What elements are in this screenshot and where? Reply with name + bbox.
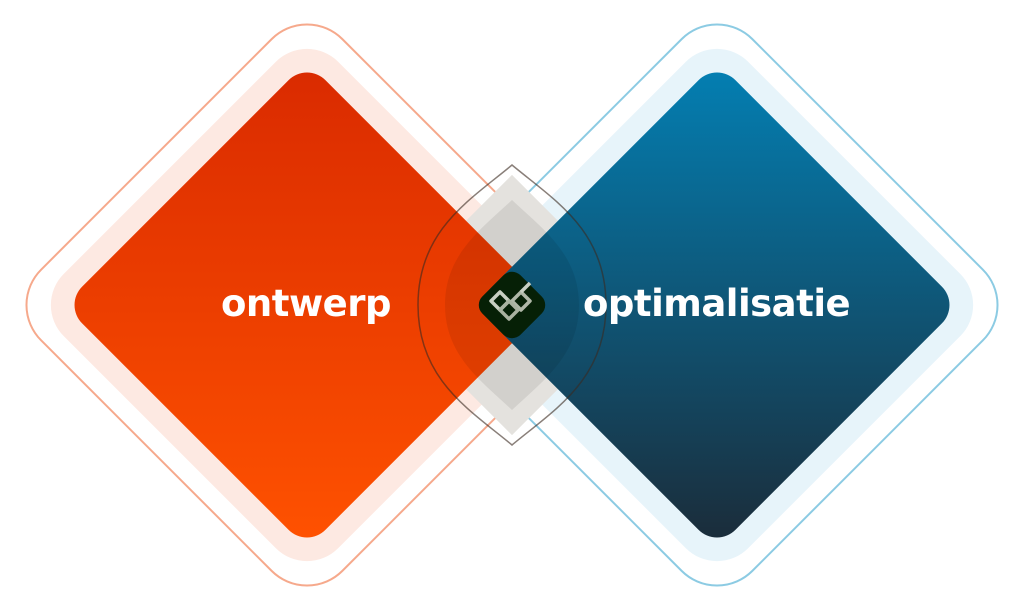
left-solid [74, 72, 540, 538]
right-label: optimalisatie [583, 282, 851, 325]
overlap-lens [417, 164, 607, 446]
right-solid [484, 72, 950, 538]
left-label: ontwerp [221, 282, 391, 325]
logo-cubes-icon [489, 281, 532, 321]
